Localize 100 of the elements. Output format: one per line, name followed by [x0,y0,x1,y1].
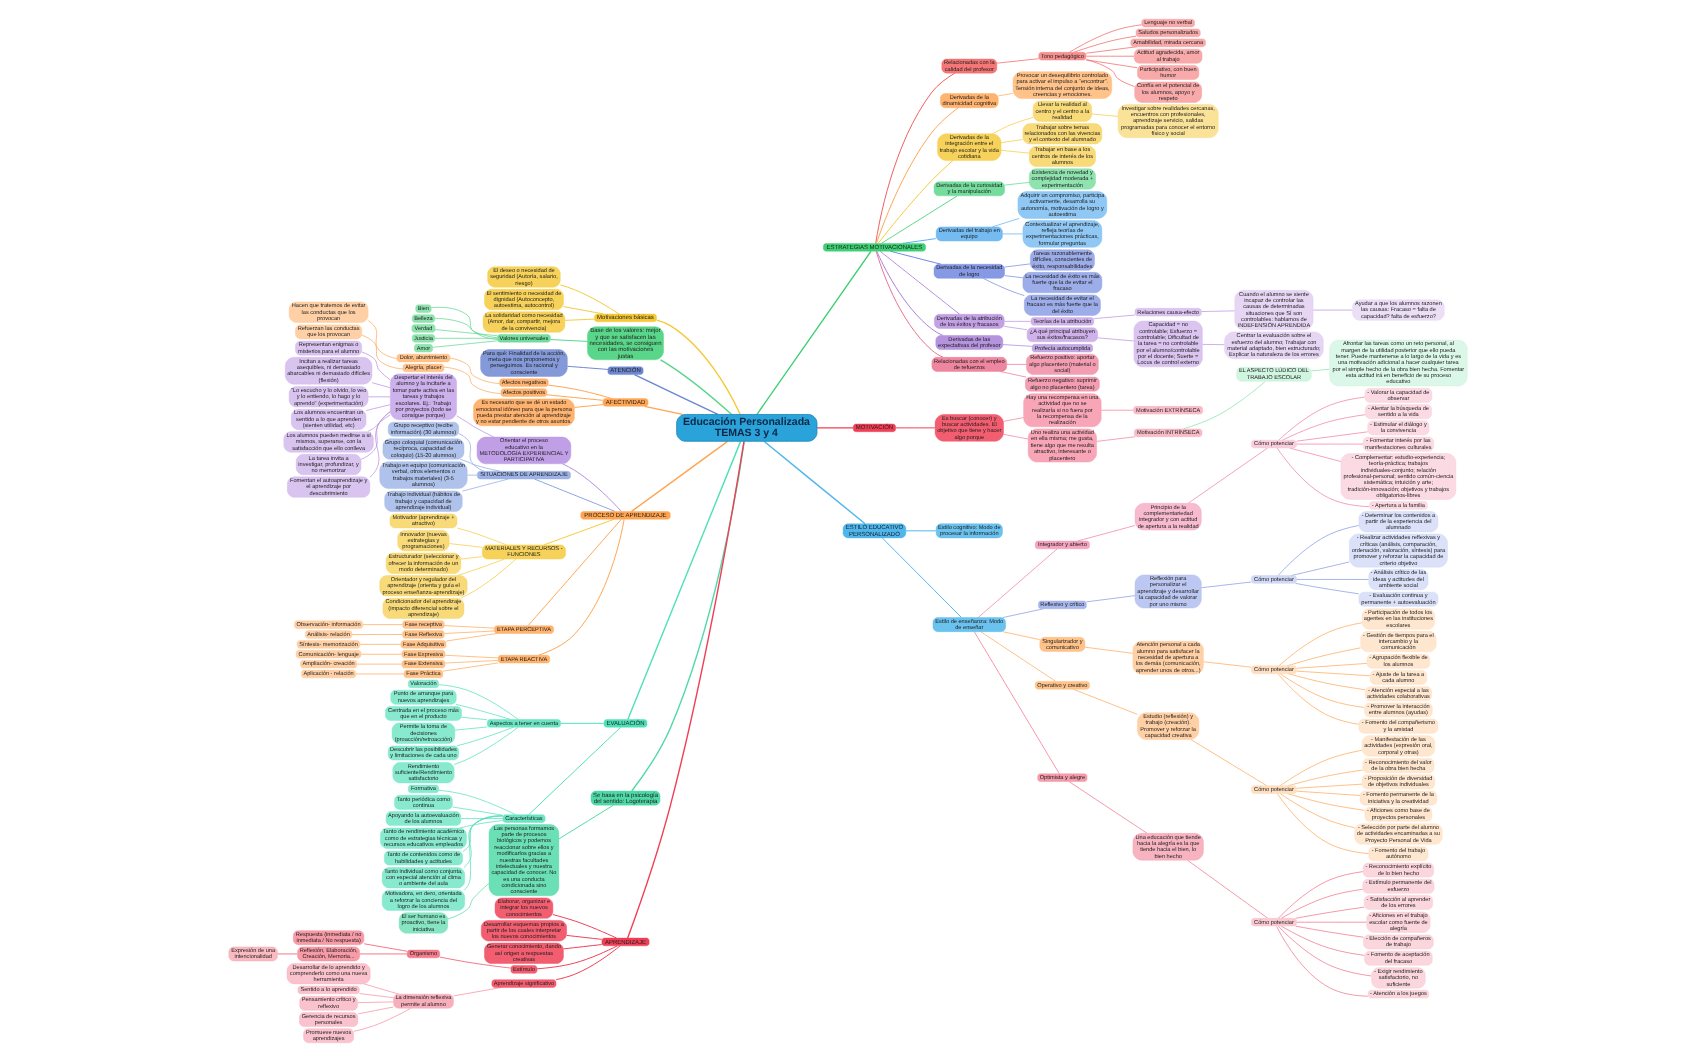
connector [439,956,512,969]
connector [536,945,618,970]
connector [453,987,502,997]
connector [566,365,609,370]
connector [1091,113,1119,117]
connector [456,415,495,438]
connector [1282,414,1366,441]
connector [543,518,615,546]
connector [1287,793,1366,811]
connector [549,339,588,342]
connector [1286,647,1362,667]
connector [1093,314,1136,320]
connector [1295,925,1364,938]
connector [1289,447,1342,462]
connector [1278,925,1372,977]
connector [626,440,745,939]
connector [973,631,1060,775]
connector [980,631,1056,682]
connector [977,548,1058,618]
connector [445,633,498,642]
connector [447,883,490,920]
connector [528,726,622,815]
connector [1101,409,1134,411]
connector [1084,646,1134,654]
connector [367,396,391,398]
connector [1296,783,1363,789]
connector [901,238,937,244]
connector [1276,447,1370,508]
connector [875,107,959,244]
connector [538,518,625,656]
connector [460,556,483,560]
connector [460,818,504,819]
connector [460,558,517,599]
connector [895,427,936,429]
connector [363,983,400,995]
connector [454,726,488,731]
connector [369,411,391,478]
connector [463,815,504,891]
connector [457,558,505,576]
connector [1280,925,1365,956]
connector [1183,381,1266,430]
connector [432,340,498,348]
connector [558,804,614,840]
connector [1003,433,1029,440]
connector [1077,525,1136,542]
connector [1296,790,1361,796]
connector [876,250,944,336]
connector [1200,581,1252,589]
connector [1295,906,1365,919]
connector [443,366,502,394]
connector [1085,59,1138,69]
connector [1279,793,1355,829]
connector [566,934,603,940]
connector [438,789,516,815]
connector [1296,579,1370,580]
connector [1096,436,1136,442]
connector [452,806,504,816]
connector [563,306,604,315]
connector [361,334,404,370]
connector [877,160,954,244]
connector [467,474,478,476]
connector [1296,670,1371,677]
connector [564,318,595,321]
connector [905,530,937,532]
connector [656,319,741,416]
connector [360,653,403,655]
connector [573,404,604,408]
connector [999,371,1027,378]
connector [527,518,622,626]
connector [1202,344,1225,346]
connector [1006,364,1027,365]
connector [1312,309,1353,311]
connector [1002,344,1033,347]
connector [1085,46,1138,54]
connector [881,195,958,244]
connector [357,1001,394,1004]
connector [1278,871,1364,919]
connector [875,250,944,358]
connector [631,440,745,792]
connector [559,284,620,315]
connector [1276,793,1370,854]
connector [353,1008,411,1032]
connector [1296,921,1367,923]
connector [1000,149,1030,154]
connector [546,394,604,401]
connector [627,440,742,721]
connector [456,726,514,747]
connector [1311,368,1330,372]
connector [434,337,498,339]
connector [462,478,509,492]
connector [1203,661,1252,668]
connector [1287,769,1363,787]
connector [555,945,621,981]
connector [1187,859,1269,919]
connector [359,953,408,955]
connector [1000,139,1024,143]
connector [1296,431,1368,442]
connector [997,93,1014,97]
connector [1073,35,1137,53]
connector [1068,781,1148,834]
